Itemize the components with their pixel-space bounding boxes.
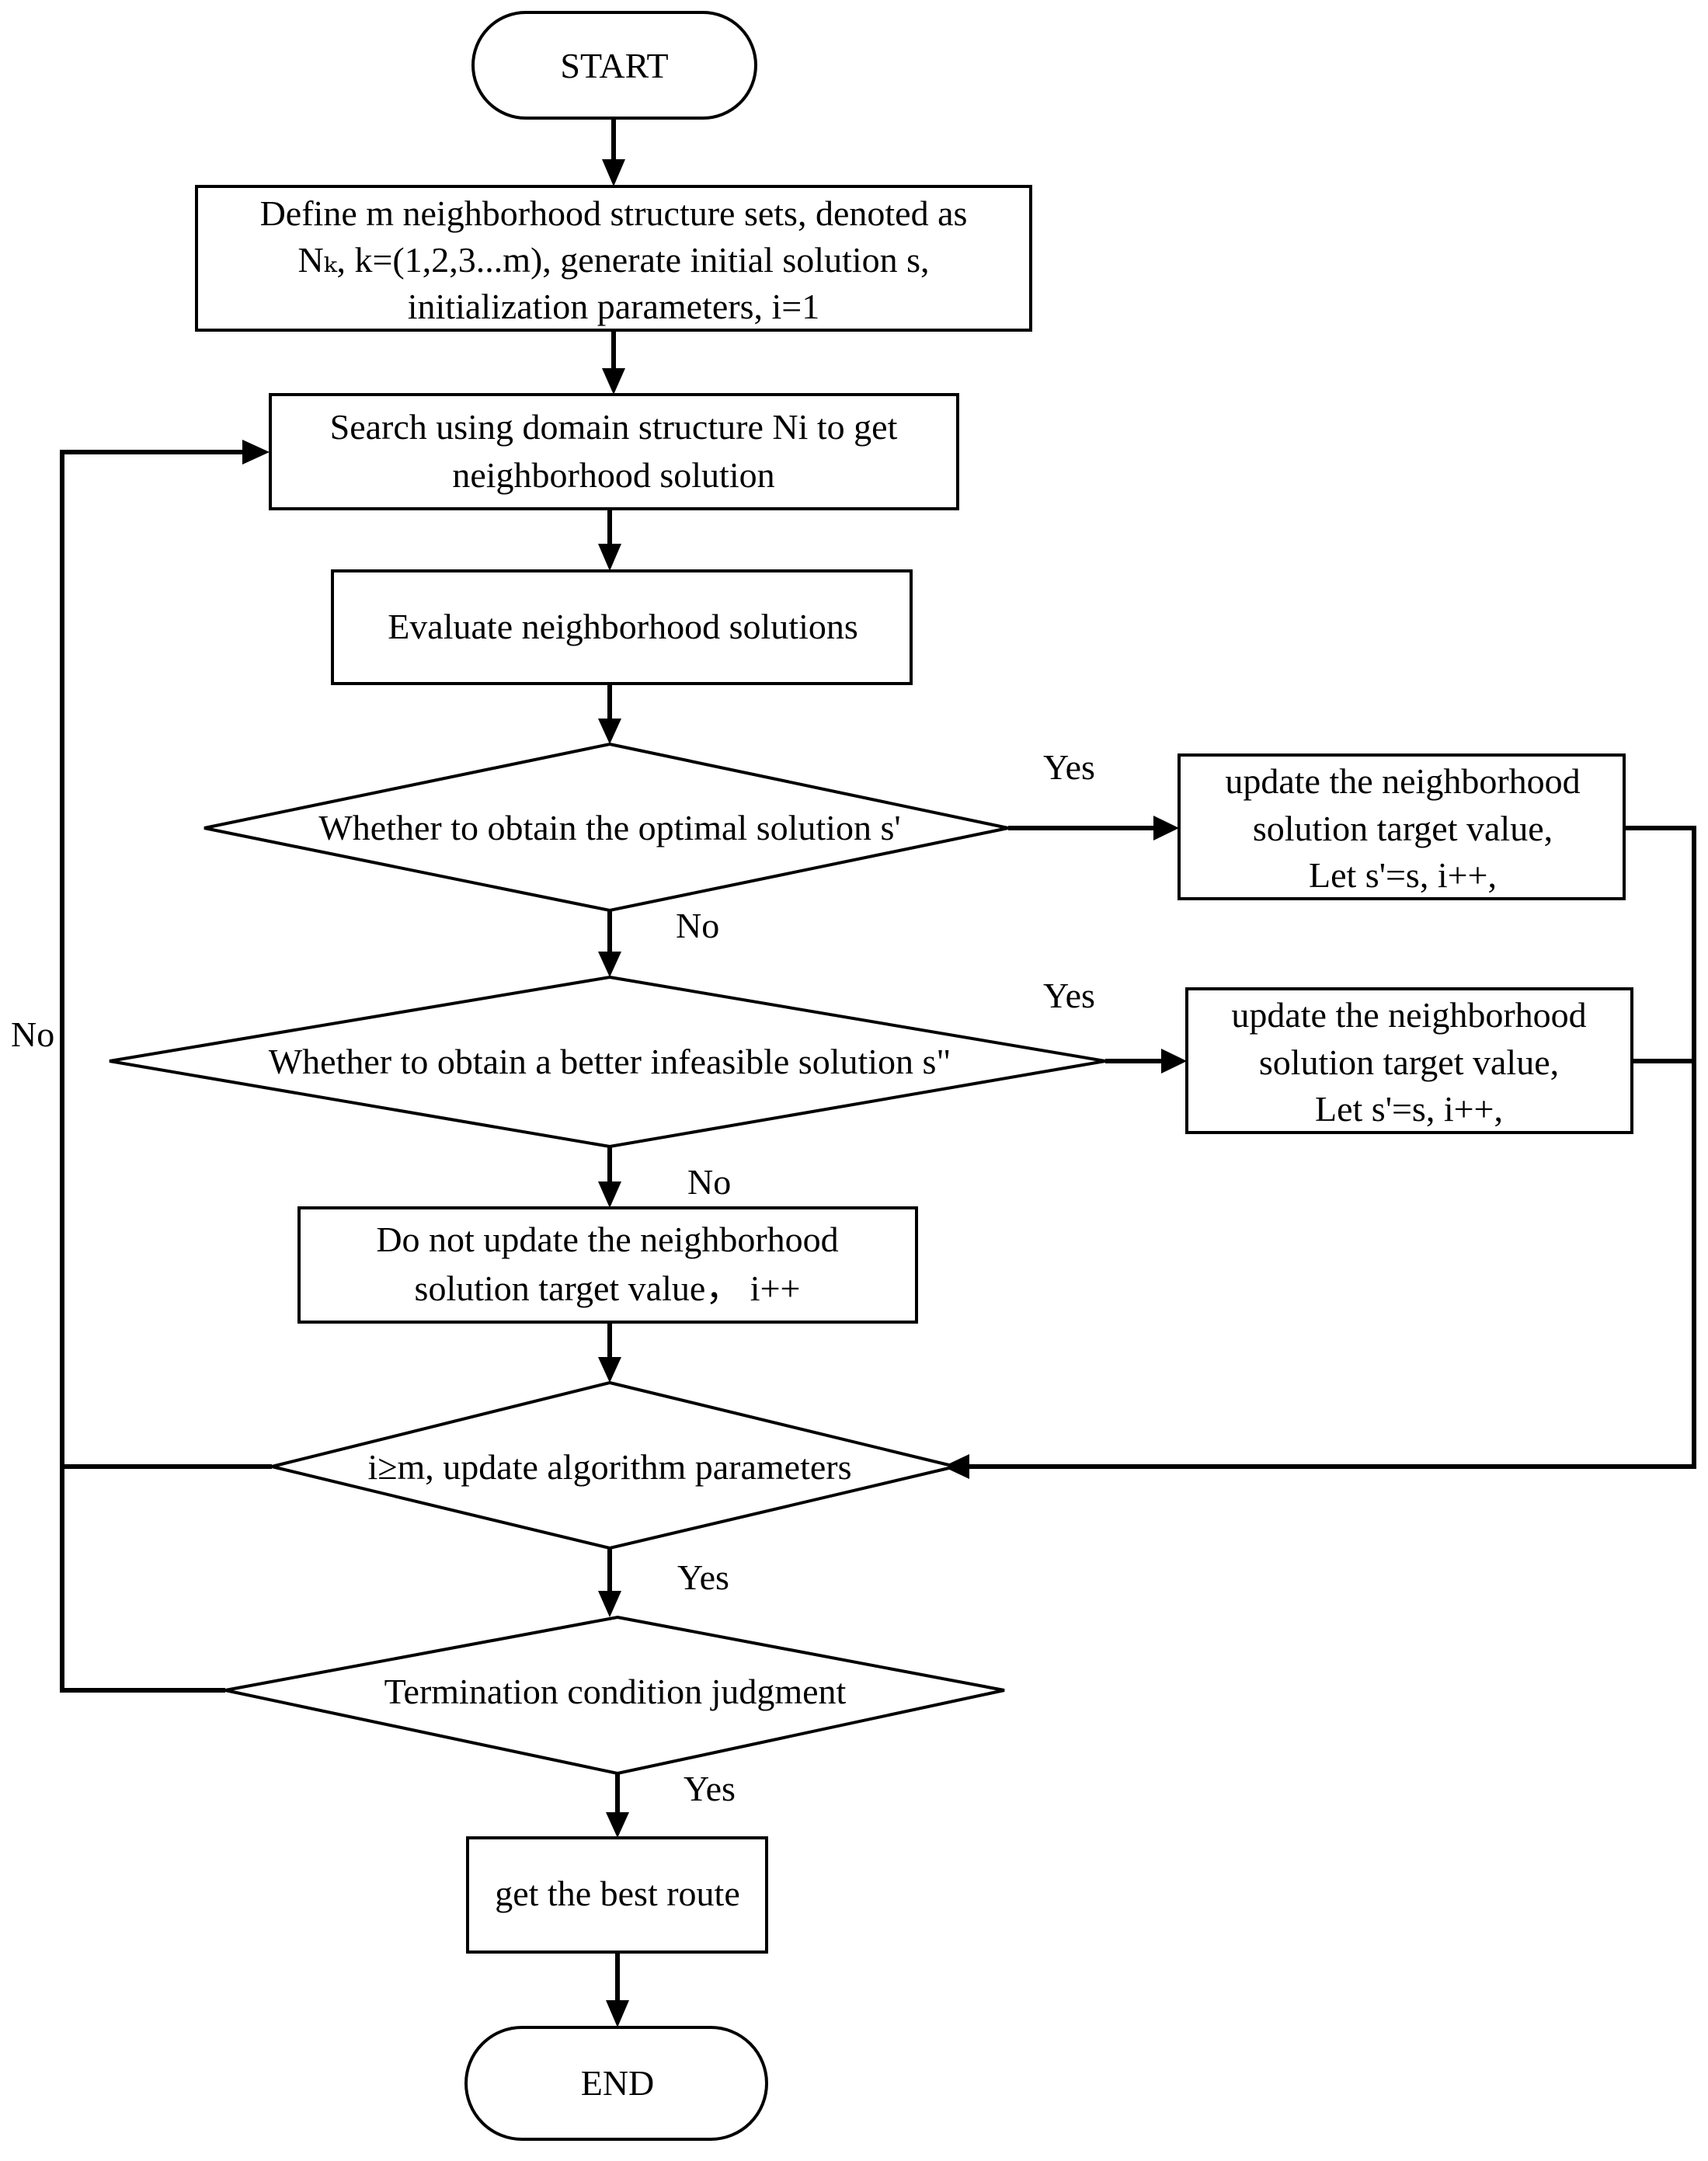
start-label: START: [560, 46, 668, 85]
define-line-1: Define m neighborhood structure sets, de…: [260, 193, 968, 233]
decision-infeasible-label: Whether to obtain a better infeasible so…: [269, 1042, 951, 1081]
end-node: END: [464, 2026, 768, 2141]
update-2-line-3: Let s'=s, i++,: [1315, 1089, 1503, 1129]
start-node: START: [471, 11, 757, 120]
update-box-2: update the neighborhood solution target …: [1185, 987, 1633, 1134]
decision-infeasible-diamond: Whether to obtain a better infeasible so…: [109, 975, 1106, 1149]
update-2-line-2: solution target value,: [1259, 1042, 1559, 1082]
search-line-2: neighborhood solution: [452, 455, 774, 495]
decision-optimal-diamond: Whether to obtain the optimal solution s…: [203, 742, 1009, 913]
decision-optimal-label: Whether to obtain the optimal solution s…: [318, 808, 900, 847]
define-process-box: Define m neighborhood structure sets, de…: [195, 185, 1032, 332]
search-line-1: Search using domain structure Ni to get: [330, 407, 898, 447]
update-1-line-1: update the neighborhood: [1225, 761, 1580, 801]
best-route-process-box: get the best route: [466, 1836, 768, 1954]
best-route-label: get the best route: [495, 1874, 740, 1913]
define-line-3: initialization parameters, i=1: [408, 287, 819, 326]
edge-labels: Yes No Yes No Yes Yes No: [11, 747, 1095, 1808]
no-update-process-box: Do not update the neighborhood solution …: [297, 1206, 918, 1324]
define-line-2: Nₖ, k=(1,2,3...m), generate initial solu…: [297, 240, 929, 280]
evaluate-label: Evaluate neighborhood solutions: [388, 607, 858, 646]
decision-im-label: i≥m, update algorithm parameters: [367, 1447, 851, 1487]
update-1-line-2: solution target value,: [1253, 809, 1553, 848]
decision-im-diamond: i≥m, update algorithm parameters: [271, 1380, 956, 1550]
yes-label-optimal: Yes: [1043, 747, 1095, 787]
end-label: END: [581, 2063, 655, 2103]
decision-termination-diamond: Termination condition judgment: [224, 1615, 1005, 1776]
no-label-infeasible: No: [687, 1162, 731, 1202]
no-label-optimal: No: [676, 906, 719, 945]
no-label-loop: No: [11, 1014, 54, 1054]
yes-label-infeasible: Yes: [1043, 976, 1095, 1015]
yes-label-termination: Yes: [684, 1769, 736, 1808]
update-1-line-3: Let s'=s, i++,: [1309, 855, 1497, 895]
search-process-box: Search using domain structure Ni to get …: [269, 393, 959, 510]
no-update-line-2: solution target value， i++: [415, 1268, 801, 1308]
yes-label-im: Yes: [677, 1557, 729, 1597]
update-2-line-1: update the neighborhood: [1231, 995, 1586, 1035]
no-update-line-1: Do not update the neighborhood: [376, 1220, 838, 1259]
evaluate-process-box: Evaluate neighborhood solutions: [331, 569, 913, 685]
decision-termination-label: Termination condition judgment: [384, 1672, 847, 1711]
update-box-1: update the neighborhood solution target …: [1178, 753, 1626, 900]
connectors: [60, 117, 1696, 2027]
